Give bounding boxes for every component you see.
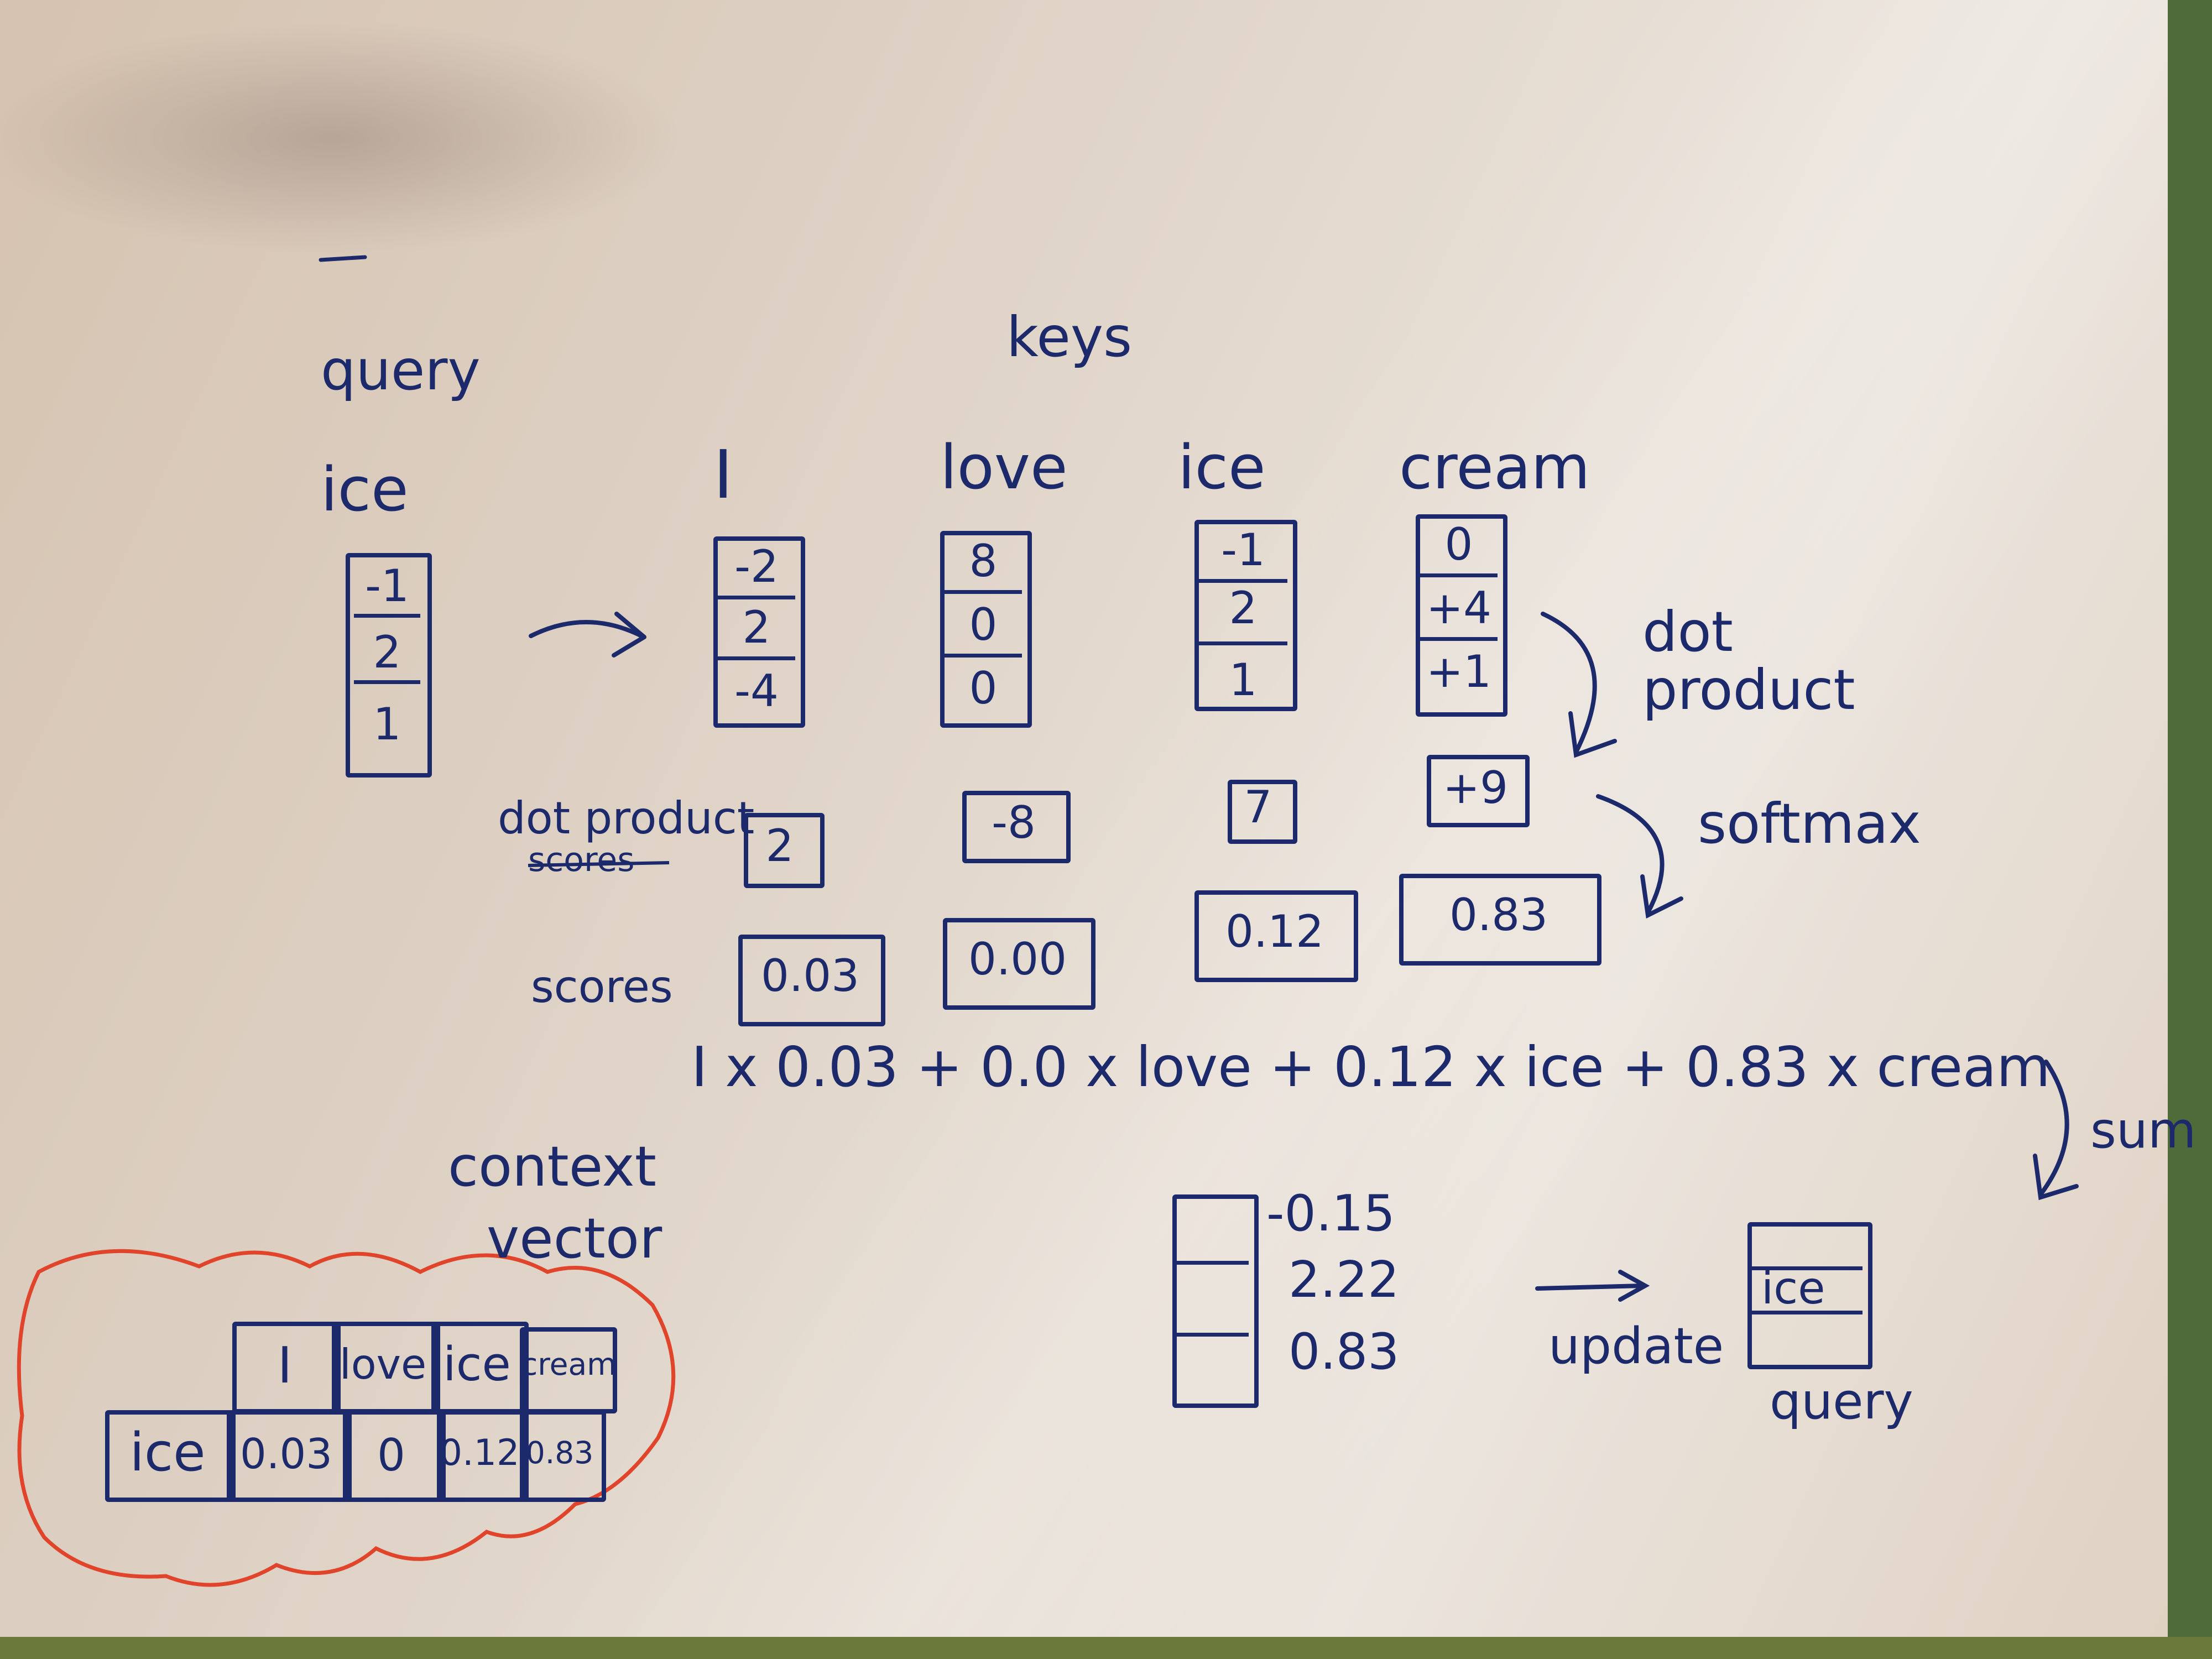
key-word-love: love: [940, 432, 1068, 503]
dot-score-box: [962, 791, 1071, 863]
dot-score-box: [1228, 780, 1297, 844]
context-formula: I x 0.03 + 0.0 x love + 0.12 x ice + 0.8…: [691, 1035, 2051, 1099]
dot-product-annotation: dot product: [1642, 603, 1875, 719]
softmax-label: softmax: [1698, 791, 1921, 856]
softmax-score-box: [1194, 890, 1358, 982]
context-vector-value: 0.83: [1288, 1323, 1400, 1381]
key-vector-cell: +1: [1426, 646, 1491, 697]
softmax-score: 0.83: [1449, 889, 1548, 941]
softmax-score: 0.00: [968, 933, 1067, 985]
key-word-i: I: [713, 437, 733, 514]
key-vector-cell: 0: [1420, 523, 1498, 577]
key-vector-cell: -4: [734, 665, 779, 717]
keys-label: keys: [1006, 305, 1133, 369]
background-grass-bottom: [0, 1637, 2212, 1659]
context-vector-divider: [1177, 1333, 1249, 1337]
dot-score-box: [1427, 755, 1530, 827]
query-label: query: [321, 338, 481, 403]
key-vector-cell: 8: [945, 539, 1022, 594]
sum-label: sum: [2090, 1102, 2197, 1160]
context-vector-divider: [1177, 1261, 1249, 1265]
key-vector-cell: 0: [969, 662, 998, 714]
updated-query-word: ice: [1761, 1262, 1825, 1314]
dot-score: +9: [1443, 762, 1508, 813]
table-value-cell: [520, 1410, 606, 1502]
dot-product-label: dot product: [1642, 599, 1855, 722]
dot-score: -8: [992, 797, 1036, 848]
table-header: love: [339, 1340, 427, 1389]
context-vector-value: 2.22: [1288, 1251, 1400, 1309]
table-header: cream: [521, 1347, 617, 1382]
key-vector-cell: -2: [718, 545, 795, 599]
context-vector-value: -0.15: [1266, 1185, 1395, 1243]
updated-query-box: [1747, 1222, 1872, 1369]
softmax-score: 0.03: [760, 950, 860, 1001]
key-vector-cell: 2: [1199, 586, 1287, 645]
softmax-score-box: [1399, 874, 1601, 966]
dot-score: 2: [765, 820, 794, 872]
table-value: 0.83: [525, 1435, 594, 1470]
dot-product-scores-label: dot product: [498, 792, 755, 844]
softmax-score-box: [738, 935, 885, 1026]
table-row-label: ice: [129, 1422, 206, 1483]
context-vector: [1172, 1194, 1259, 1408]
query-vector-cell: 1: [373, 698, 401, 750]
key-vector-ice: [1194, 520, 1297, 711]
updated-query-divider: [1752, 1311, 1863, 1314]
key-vector-cream: [1416, 514, 1507, 717]
key-vector-love: [940, 531, 1032, 728]
key-vector-cell: 2: [718, 606, 795, 660]
table-value-cell: [437, 1410, 529, 1502]
table-row-label-cell: [105, 1410, 236, 1502]
query-bottom-label: query: [1770, 1373, 1913, 1431]
softmax-score: 0.12: [1225, 906, 1324, 957]
softmax-score-box: [943, 918, 1095, 1010]
updated-query-divider: [1752, 1266, 1863, 1270]
query-vector: [346, 553, 432, 778]
table-value: 0.12: [439, 1432, 520, 1474]
query-word: ice: [321, 454, 409, 525]
table-value-cell: [227, 1410, 352, 1502]
key-vector-cell: +4: [1420, 586, 1498, 641]
background-grass: [2168, 0, 2212, 1659]
table-value: 0.03: [240, 1430, 332, 1478]
dot-score-box: [744, 813, 825, 888]
table-value: 0: [377, 1430, 405, 1481]
table-value-cell: [343, 1410, 446, 1502]
vector-label: vector: [487, 1206, 662, 1271]
key-word-cream: cream: [1399, 432, 1590, 503]
table-header: ice: [443, 1337, 511, 1392]
update-label: update: [1548, 1317, 1724, 1375]
table-header: I: [277, 1337, 293, 1395]
context-label: context: [448, 1134, 656, 1199]
key-vector-i: [713, 536, 805, 728]
key-word-ice: ice: [1178, 432, 1266, 503]
key-vector-cell: -1: [1199, 528, 1287, 583]
query-vector-cell: 2: [354, 630, 420, 684]
key-vector-cell: 0: [945, 603, 1022, 658]
query-vector-cell: -1: [354, 564, 420, 618]
key-vector-cell: 1: [1229, 654, 1258, 706]
scores-struck-label: scores: [528, 841, 635, 879]
scores-label: scores: [531, 961, 673, 1013]
dot-score: 7: [1244, 781, 1272, 833]
